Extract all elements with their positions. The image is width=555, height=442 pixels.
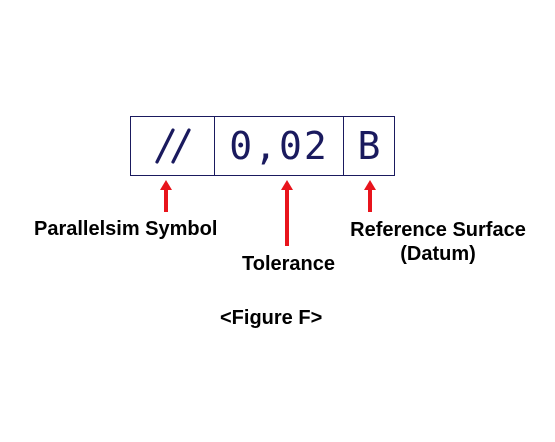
parallelism-arrow-icon bbox=[160, 180, 172, 212]
tolerance-label: Tolerance bbox=[242, 253, 335, 275]
tolerance-arrow-icon bbox=[281, 180, 293, 246]
parallelism-label: Parallelsim Symbol bbox=[34, 218, 218, 240]
feature-control-frame: 0,02 B bbox=[130, 116, 395, 176]
parallelism-symbol-icon bbox=[154, 128, 191, 164]
reference-surface-label: Reference Surface (Datum) bbox=[340, 218, 536, 266]
reference-surface-line1: Reference Surface bbox=[350, 219, 526, 241]
reference-surface-line2: (Datum) bbox=[400, 243, 476, 265]
datum-cell: B bbox=[344, 117, 394, 175]
figure-caption: <Figure F> bbox=[220, 307, 323, 329]
datum-letter: B bbox=[357, 124, 381, 168]
datum-arrow-icon bbox=[364, 180, 376, 212]
tolerance-cell: 0,02 bbox=[215, 117, 344, 175]
symbol-cell bbox=[131, 117, 215, 175]
tolerance-value: 0,02 bbox=[229, 124, 329, 168]
